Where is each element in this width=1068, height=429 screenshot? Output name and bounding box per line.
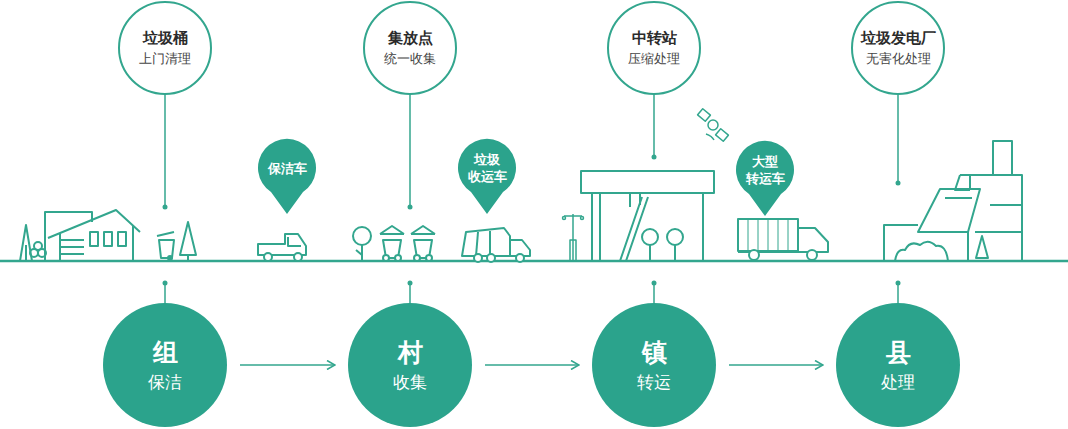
- garbage-truck: [462, 228, 530, 262]
- map-pin: 大型 转运车: [735, 142, 795, 216]
- node-title: 村: [398, 337, 423, 368]
- node-shape: [364, 2, 456, 94]
- node-outline: [607, 1, 701, 95]
- node-title: 垃圾桶: [143, 29, 188, 48]
- node-shape: [592, 303, 716, 427]
- transfer-truck: [738, 219, 828, 260]
- node-subtitle: 统一收集: [384, 51, 436, 67]
- text-stack: 镇转运: [592, 303, 716, 427]
- text-stack: 中转站压缩处理: [607, 1, 701, 95]
- node-subtitle: 转运: [637, 372, 671, 393]
- node-outline: [363, 1, 457, 95]
- node-shape: [836, 303, 960, 427]
- text-stack: 垃圾发电厂无害化处理: [851, 1, 945, 95]
- node-title: 集放点: [388, 29, 433, 48]
- node-title: 垃圾 收运车: [466, 152, 508, 186]
- text-stack: 村收集: [348, 303, 472, 427]
- node-shape: [852, 2, 944, 94]
- step-circle: 中转站压缩处理: [607, 1, 701, 95]
- map-pin: 垃圾 收运车: [457, 140, 517, 214]
- node-outline: [257, 140, 317, 214]
- node-subtitle: 收集: [393, 372, 427, 393]
- flow-arrow: [240, 364, 335, 366]
- text-stack: 组保洁: [103, 303, 227, 427]
- leader-lines: [165, 95, 898, 303]
- flow-arrow: [729, 364, 823, 366]
- node-shape: [258, 139, 316, 214]
- node-subtitle: 保洁: [148, 372, 182, 393]
- stage-circle: 组保洁: [103, 303, 227, 427]
- node-title: 大型 转运车: [744, 154, 786, 188]
- stage-circle: 镇转运: [592, 303, 716, 427]
- node-title: 垃圾发电厂: [861, 29, 936, 48]
- stage-circle: 村收集: [348, 303, 472, 427]
- map-pin: 保洁车: [257, 140, 317, 214]
- text-stack: 垃圾 收运车: [457, 140, 517, 198]
- power-plant: [884, 141, 1022, 261]
- node-shape: [736, 141, 794, 216]
- node-shape: [458, 139, 516, 214]
- node-shape: [608, 2, 700, 94]
- node-subtitle: 无害化处理: [866, 51, 931, 67]
- node-title: 中转站: [632, 29, 677, 48]
- text-stack: 大型 转运车: [735, 142, 795, 200]
- tree: [180, 222, 196, 261]
- node-title: 保洁车: [266, 161, 308, 178]
- node-outline: [118, 1, 212, 95]
- node-subtitle: 上门清理: [139, 51, 191, 67]
- cleaning-truck: [258, 234, 306, 261]
- stage-circle: 县处理: [836, 303, 960, 427]
- step-circle: 集放点统一收集: [363, 1, 457, 95]
- node-subtitle: 压缩处理: [628, 51, 680, 67]
- collection-point: [353, 226, 435, 261]
- node-shape: [119, 2, 211, 94]
- satellite: [698, 109, 729, 142]
- house: [20, 210, 140, 261]
- text-stack: 集放点统一收集: [363, 1, 457, 95]
- node-outline: [851, 1, 945, 95]
- transfer-station: [581, 171, 714, 261]
- step-circle: 垃圾桶上门清理: [118, 1, 212, 95]
- node-title: 镇: [642, 337, 667, 368]
- node-title: 组: [153, 337, 178, 368]
- text-stack: 县处理: [836, 303, 960, 427]
- node-subtitle: 处理: [881, 372, 915, 393]
- node-shape: [348, 303, 472, 427]
- step-circle: 垃圾发电厂无害化处理: [851, 1, 945, 95]
- node-title: 县: [886, 337, 911, 368]
- text-stack: 保洁车: [257, 140, 317, 198]
- flow-arrow: [485, 364, 579, 366]
- trash-can: [157, 232, 174, 260]
- street-lamp: [563, 214, 584, 261]
- node-shape: [103, 303, 227, 427]
- text-stack: 垃圾桶上门清理: [118, 1, 212, 95]
- ground-line: [0, 260, 1068, 263]
